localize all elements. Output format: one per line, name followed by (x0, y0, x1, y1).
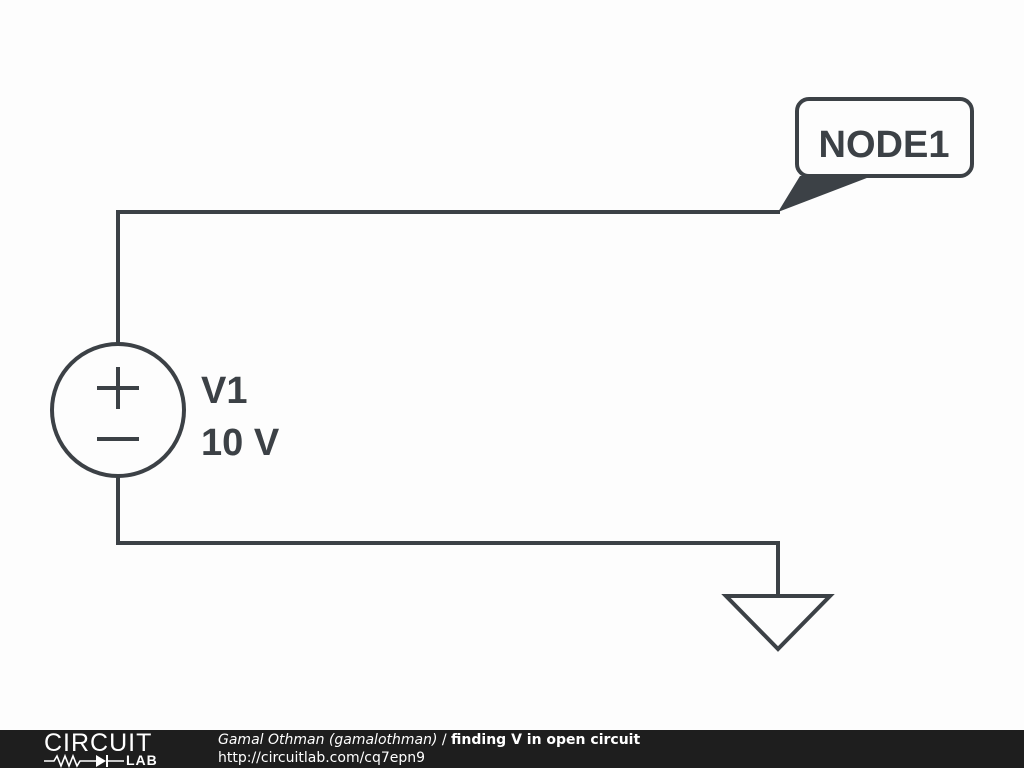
circuitlab-logo[interactable]: CIRCUIT (44, 729, 153, 757)
resistor-diode-icon (44, 754, 124, 768)
circuit-url-link[interactable]: http://circuitlab.com/cq7epn9 (218, 750, 426, 766)
node-label-pointer (778, 176, 872, 212)
author-name[interactable]: Gamal Othman (gamalothman) (218, 732, 438, 748)
circuit-title[interactable]: finding V in open circuit (451, 732, 641, 748)
footer-credit: Gamal Othman (gamalothman) / finding V i… (218, 732, 640, 749)
circuitlab-logo-lab: LAB (126, 752, 158, 768)
source-value-label: 10 V (201, 422, 280, 464)
node-label-text: NODE1 (819, 124, 950, 166)
voltage-source-v1[interactable] (50, 342, 186, 478)
node-label-callout[interactable]: NODE1 (778, 97, 974, 212)
wire-bottom (116, 476, 780, 598)
credit-separator: / (437, 732, 452, 748)
schematic-canvas: V1 10 V NODE1 (50, 97, 974, 652)
source-name-label: V1 (201, 370, 247, 412)
voltage-source-circle (50, 342, 186, 478)
node-label-box (795, 97, 974, 178)
ground-icon[interactable] (721, 594, 835, 652)
wire-top (116, 210, 780, 344)
footer-bar: CIRCUIT LAB Gamal Othman (gamalothman) /… (0, 730, 1024, 768)
